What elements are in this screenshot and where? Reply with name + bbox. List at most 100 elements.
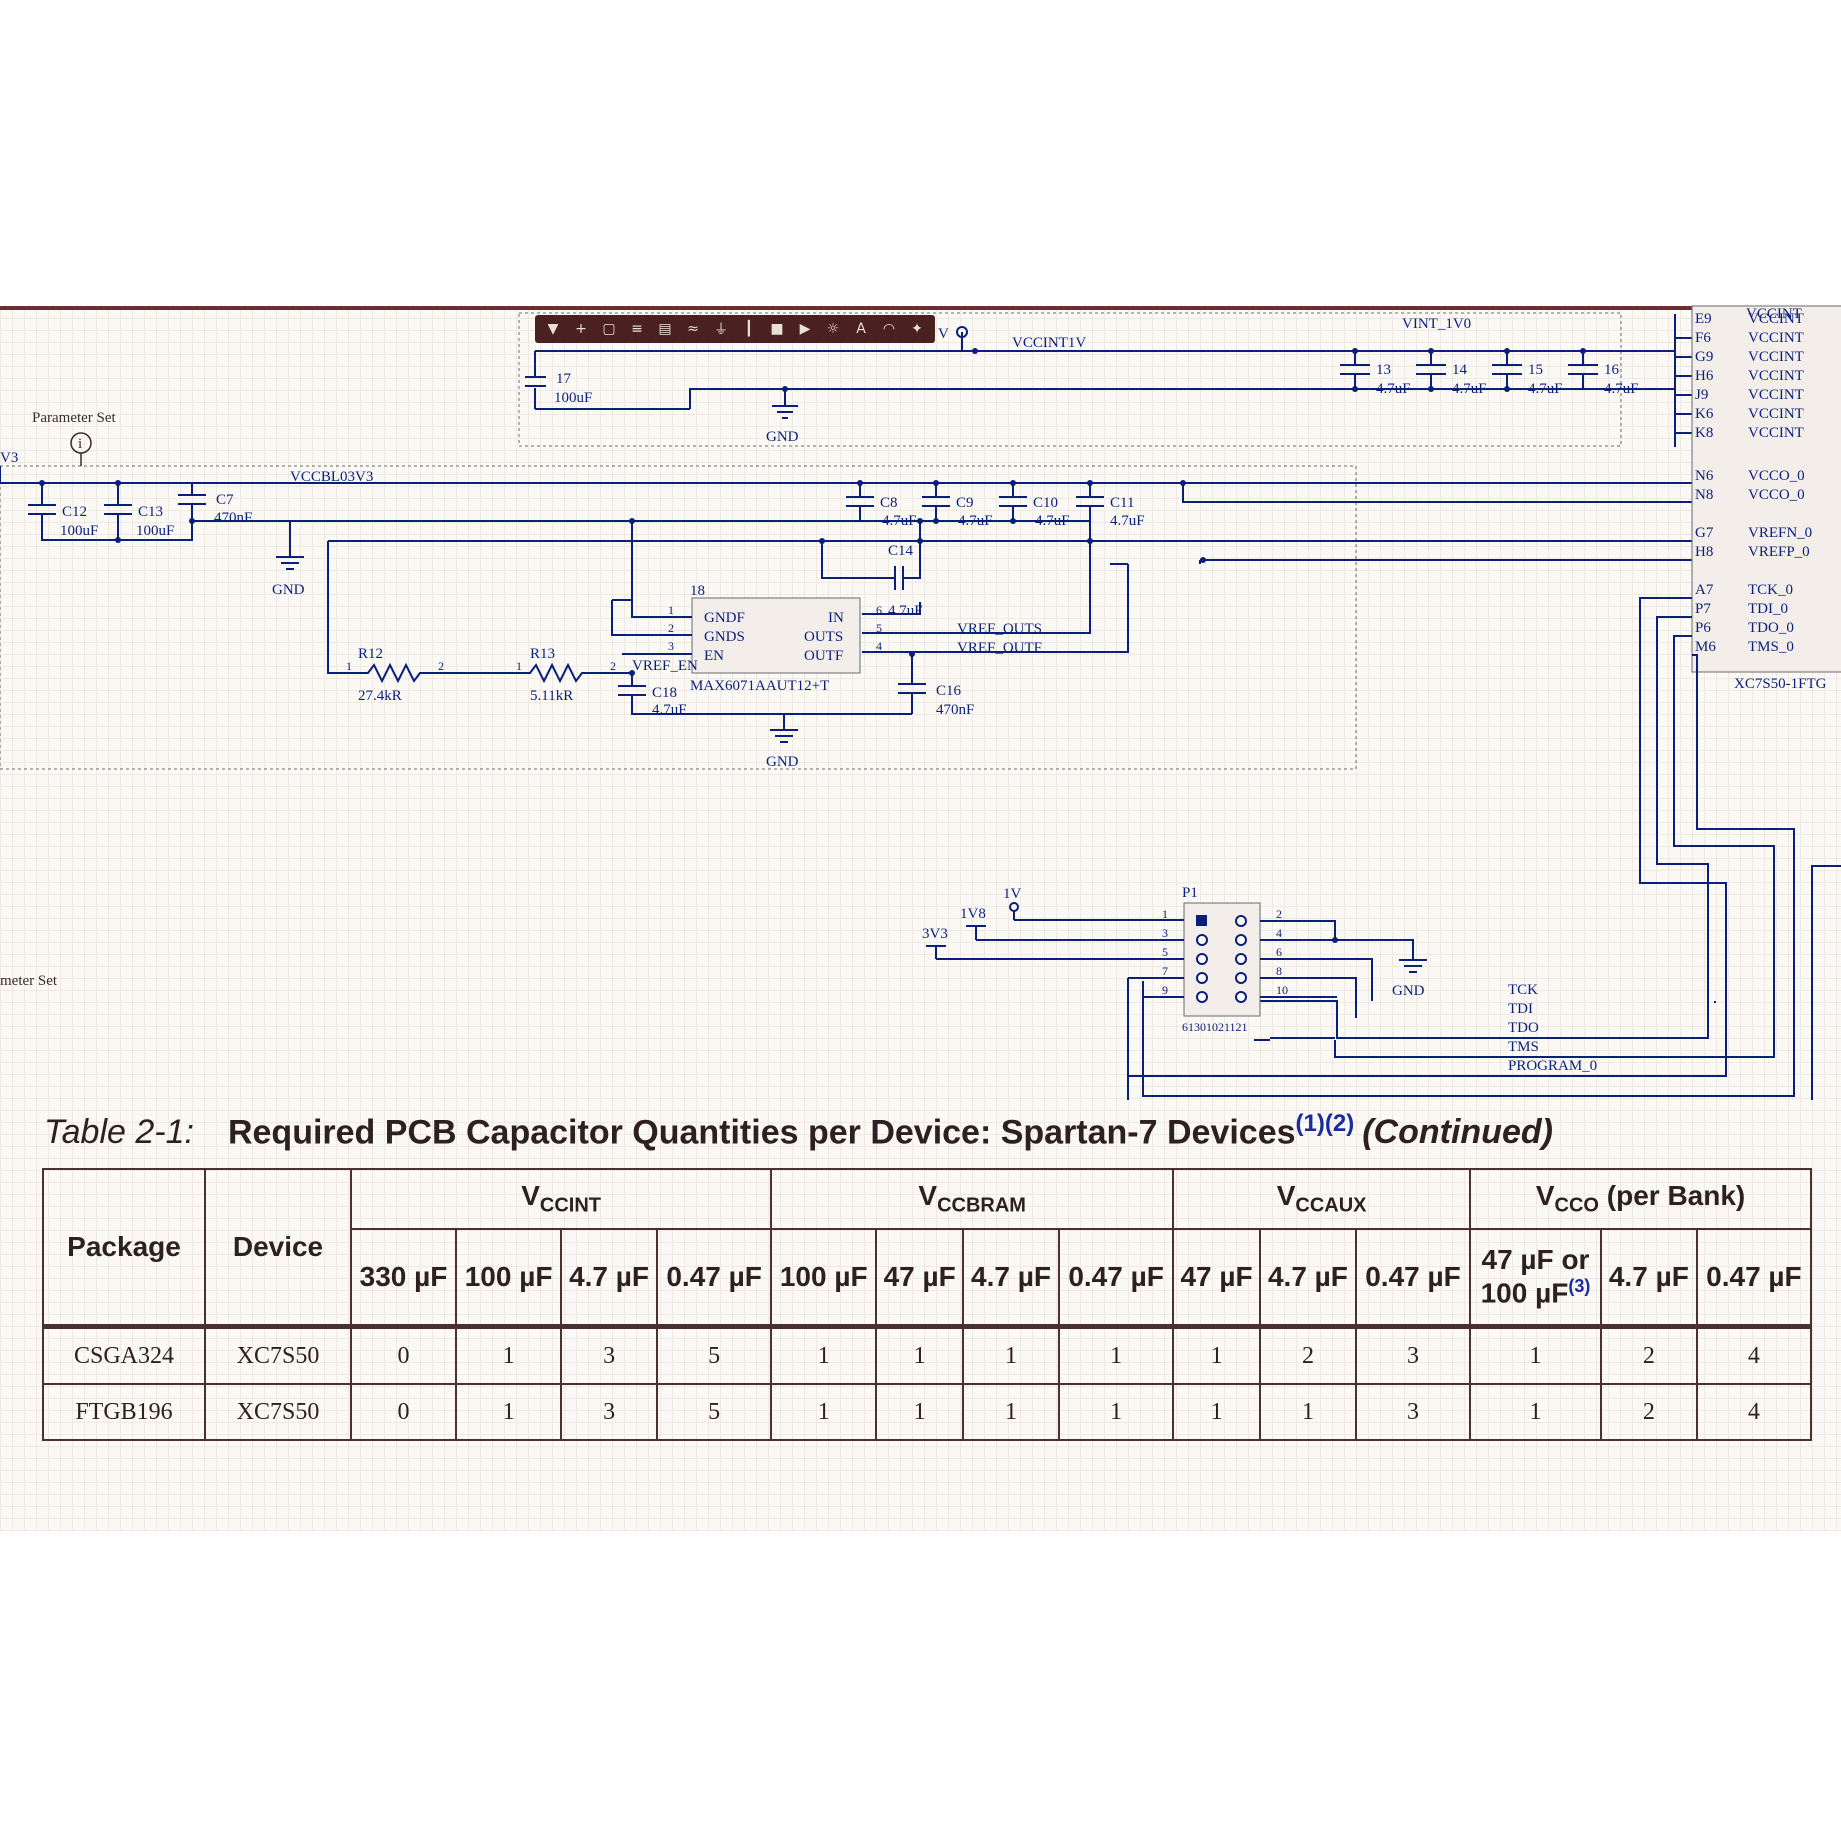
c16-ref: C16 (936, 683, 962, 699)
net-label-vccbl03v3: VCCBL03V3 (290, 469, 373, 485)
header-vccaux: VCCAUX (1172, 1168, 1472, 1230)
net-label-vref-outf: VREF_OUTF (957, 640, 1042, 656)
c8-value: 4.7uF (882, 513, 917, 529)
jtag-net-tms: TMS (1508, 1039, 1539, 1055)
fpga-ball-n8: N8 (1695, 487, 1713, 503)
select-rect-icon[interactable]: ▢ (602, 321, 616, 337)
fpga-pin-name: VCCINT (1748, 311, 1804, 327)
svg-text:10: 10 (1276, 983, 1288, 997)
net-label-vint-1v0: VINT_1V0 (1402, 316, 1471, 332)
subheader-1: 100 µF (455, 1228, 563, 1328)
plus-icon[interactable]: + (575, 321, 587, 337)
power-icon[interactable]: ☼ (826, 321, 840, 337)
r12-ref: R12 (358, 646, 383, 662)
cell-value: 0 (349, 1383, 458, 1441)
cell-value: 1 (1469, 1383, 1602, 1441)
gnd-label-3: GND (766, 754, 799, 770)
net-label-vccint1v: VCCINT1V (1012, 335, 1086, 351)
table-heading: Required PCB Capacitor Quantities per De… (227, 1113, 1296, 1152)
port-icon[interactable]: ▶ (799, 321, 811, 337)
svg-text:7: 7 (1162, 964, 1168, 978)
jtag-header-p1[interactable]: P1 61301021121 1 3 5 7 9 2 4 6 8 10 GND … (922, 885, 1597, 1096)
c13-value-b: 100uF (136, 523, 174, 539)
c13-ref: 13 (1376, 362, 1391, 378)
svg-text:3: 3 (1162, 926, 1168, 940)
c9-value: 4.7uF (958, 513, 993, 529)
c7-value: 470nF (214, 510, 252, 526)
cell-value: 0 (349, 1324, 458, 1385)
svg-text:5: 5 (876, 621, 882, 635)
gear-icon[interactable]: ✦ (911, 321, 923, 337)
cell-value: 2 (1258, 1324, 1357, 1385)
cell-value: 4 (1695, 1383, 1813, 1441)
cell-value: 1 (455, 1383, 563, 1441)
bus-icon[interactable]: ┃ (744, 321, 754, 337)
cell-value: 1 (1057, 1324, 1175, 1385)
u18-pin-en: EN (704, 648, 724, 664)
svg-text:3: 3 (668, 639, 674, 653)
filter-icon[interactable]: ▼ (547, 321, 559, 337)
table-number: Table 2-1: (44, 1113, 194, 1152)
table-title-notes: (1)(2) (1295, 1110, 1355, 1137)
cell-value: 3 (1354, 1324, 1472, 1385)
cell-value: 2 (1599, 1324, 1698, 1385)
cell-value: 1 (1057, 1383, 1175, 1441)
cell-value: 5 (656, 1324, 773, 1385)
sheet-top-border (0, 306, 1841, 310)
fpga-pin-name: VREFN_0 (1748, 525, 1812, 541)
fpga-pin-name: TCK_0 (1748, 582, 1793, 598)
fpga-ball-g9: G9 (1695, 349, 1713, 365)
svg-text:6: 6 (1276, 945, 1282, 959)
vccint-net: V VCCINT1V VINT_1V0 17 100uF GND 13 14 1… (525, 314, 1692, 447)
svg-text:8: 8 (1276, 964, 1282, 978)
text-icon[interactable]: A (856, 321, 866, 337)
subheader-6: 4.7 µF (962, 1228, 1060, 1328)
fpga-ball-n6: N6 (1695, 468, 1714, 484)
wire-icon[interactable]: ≈ (687, 321, 699, 337)
net-label-vref-outs: VREF_OUTS (957, 621, 1042, 637)
c12-ref: C12 (62, 504, 87, 520)
p1-part: 61301021121 (1182, 1020, 1248, 1034)
ground-icon[interactable]: ⏚ (714, 322, 728, 338)
u18-pin-outs: OUTS (804, 629, 843, 645)
c7-ref: C7 (216, 492, 234, 508)
gnd-label-1: GND (766, 429, 799, 445)
cell-value: 1 (1258, 1383, 1357, 1441)
u18-ref: 18 (690, 583, 705, 599)
subheader-13: 0.47 µF (1695, 1228, 1813, 1328)
cell-value: 4 (1695, 1324, 1813, 1385)
c16-ref: 16 (1604, 362, 1620, 378)
c17-value: 100uF (554, 390, 592, 406)
svg-text:6: 6 (876, 603, 882, 617)
svg-text:2: 2 (438, 659, 444, 673)
svg-text:9: 9 (1162, 983, 1168, 997)
fpga-pin-name: VCCINT (1748, 406, 1804, 422)
cell-value: 1 (875, 1383, 965, 1441)
component-icon[interactable]: ▤ (658, 321, 672, 337)
part-icon[interactable]: ■ (770, 321, 784, 337)
subheader-2: 4.7 µF (560, 1228, 659, 1328)
jtag-net-tck: TCK (1508, 982, 1538, 998)
fpga-pin-name: TDO_0 (1748, 620, 1794, 636)
parameter-symbol: i (78, 436, 82, 452)
pwr-1v8: 1V8 (960, 906, 986, 922)
pwr-1v: 1V (1003, 886, 1022, 902)
cell-package: FTGB196 (42, 1383, 206, 1441)
header-vccbram: VCCBRAM (770, 1168, 1175, 1230)
c11-value: 4.7uF (1110, 513, 1145, 529)
jtag-net-tdo: TDO (1508, 1020, 1539, 1036)
schematic-canvas[interactable]: V VCCINT1V VINT_1V0 17 100uF GND 13 14 1… (0, 0, 1841, 1100)
c14-ref: 14 (1452, 362, 1468, 378)
arc-icon[interactable]: ◠ (882, 321, 896, 337)
c14-value: 4.7uF (888, 603, 923, 619)
svg-text:2: 2 (668, 621, 674, 635)
c11-ref: C11 (1110, 495, 1134, 511)
cell-value: 1 (1469, 1324, 1602, 1385)
c16-value: 4.7uF (1604, 381, 1639, 397)
subheader-10: 0.47 µF (1354, 1228, 1472, 1328)
fpga-ball-a7: A7 (1695, 582, 1714, 598)
align-icon[interactable]: ≡ (631, 321, 643, 337)
